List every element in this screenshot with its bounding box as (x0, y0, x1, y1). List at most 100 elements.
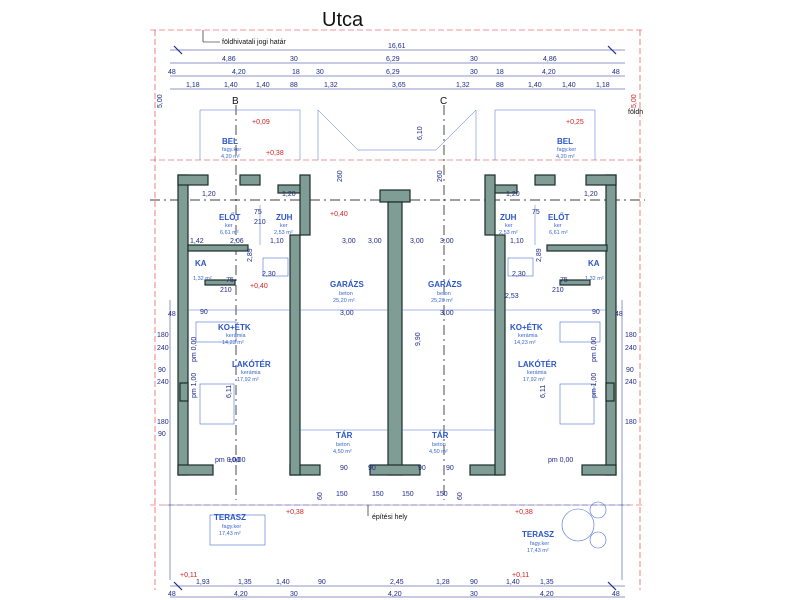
svg-text:180: 180 (625, 419, 637, 426)
level-step-left: +0,38 (266, 150, 284, 157)
svg-text:90: 90 (626, 367, 634, 374)
room-ka-left: KA (195, 259, 207, 268)
room-elot-right-finish: ker (554, 223, 562, 229)
svg-text:6,10: 6,10 (417, 126, 424, 140)
room-lakoter-left: LAKÓTÉR (232, 360, 271, 369)
svg-text:1,20: 1,20 (506, 191, 520, 198)
room-lakoter-left-finish: kerámia (241, 370, 262, 376)
top-dimension-chains (170, 45, 625, 90)
dim-top3-0: 48 (168, 69, 176, 76)
dim-bot1-7: 1,40 (506, 579, 520, 586)
dim-bot2-5: 4,20 (540, 591, 554, 598)
svg-text:1,20: 1,20 (584, 191, 598, 198)
dim-bot2-2: 30 (290, 591, 298, 598)
room-garazs-left: GARÁZS (330, 280, 364, 289)
svg-text:pm 1,00: pm 1,00 (591, 373, 598, 398)
svg-text:2,30: 2,30 (262, 271, 276, 278)
dim-top4-6: 1,32 (456, 82, 470, 89)
dim-overall: 16,61 (388, 43, 406, 50)
level-ground-right: +0,11 (512, 572, 529, 579)
svg-text:3,00: 3,00 (440, 310, 454, 317)
level-ground-left: +0,11 (180, 572, 197, 579)
level-ka-left: +0,40 (250, 283, 268, 290)
svg-text:210: 210 (254, 219, 266, 226)
room-koetk-left-area: 14,23 m² (222, 340, 244, 346)
level-terrace-left: +0,38 (286, 509, 304, 516)
svg-text:60: 60 (457, 492, 464, 500)
svg-text:6,11: 6,11 (226, 385, 233, 398)
dim-top4-2: 1,40 (256, 82, 270, 89)
svg-text:3,00: 3,00 (368, 238, 382, 245)
dim-top4-0: 1,18 (186, 82, 200, 89)
dim-bot1-4: 2,45 (390, 579, 404, 586)
svg-text:240: 240 (157, 345, 169, 352)
svg-text:2,30: 2,30 (512, 271, 526, 278)
svg-text:90: 90 (368, 465, 376, 472)
level-floor-right: pm 0,00 (548, 457, 573, 464)
dim-top3-8: 48 (612, 69, 620, 76)
room-elot-left-area: 6,61 m² (220, 230, 239, 236)
room-lakoter-right-finish: kerámia (527, 370, 548, 376)
room-koetk-left-finish: kerámia (226, 333, 247, 339)
svg-text:75: 75 (226, 277, 234, 284)
svg-text:90: 90 (158, 367, 166, 374)
svg-text:150: 150 (402, 491, 414, 498)
room-koetk-right-finish: kerámia (518, 333, 539, 339)
svg-text:240: 240 (625, 345, 637, 352)
svg-text:2,89: 2,89 (247, 248, 254, 262)
room-tar-right-area: 4,50 m² (429, 449, 448, 455)
svg-text:75: 75 (560, 277, 568, 284)
room-terasz-left-area: 17,43 m² (219, 531, 241, 537)
svg-text:3,00: 3,00 (342, 238, 356, 245)
dim-top4-7: 88 (496, 82, 504, 89)
room-koetk-right: KO+ÉTK (510, 323, 543, 332)
room-garazs-right: GARÁZS (428, 280, 462, 289)
svg-text:240: 240 (157, 379, 169, 386)
svg-text:pm 1,00: pm 1,00 (191, 373, 198, 398)
setback-right: 5,00 (631, 94, 638, 108)
setback-left: 5,00 (157, 94, 164, 108)
level-bel-left: +0,09 (252, 119, 270, 126)
svg-text:90: 90 (418, 465, 426, 472)
svg-text:2,53: 2,53 (505, 293, 519, 300)
svg-text:180: 180 (157, 332, 169, 339)
room-zuh-right: ZUH (500, 213, 517, 222)
room-tar-right-finish: beton (432, 442, 446, 448)
room-bel-left: BEL (222, 137, 238, 146)
room-zuh-left-area: 2,53 m² (274, 230, 293, 236)
dim-top3-7: 4,20 (542, 69, 556, 76)
svg-text:75: 75 (254, 209, 262, 216)
svg-text:1,20: 1,20 (202, 191, 216, 198)
dim-top3-3: 30 (316, 69, 324, 76)
dim-bot1-8: 1,35 (540, 579, 554, 586)
svg-text:260: 260 (337, 170, 344, 182)
room-tar-left-finish: beton (336, 442, 350, 448)
svg-text:210: 210 (220, 287, 232, 294)
room-zuh-left-finish: ker (280, 223, 288, 229)
room-tar-left-area: 4,50 m² (333, 449, 352, 455)
left-side-dimensions: 180 240 90 240 180 90 48 (157, 300, 176, 580)
svg-text:1,10: 1,10 (270, 238, 284, 245)
room-zuh-right-area: 2,53 m² (499, 230, 518, 236)
room-terasz-right-area: 17,43 m² (527, 548, 549, 554)
room-terasz-left: TERASZ (214, 513, 246, 522)
room-koetk-right-area: 14,23 m² (514, 340, 536, 346)
room-elot-right: ELŐT (548, 213, 569, 222)
room-ka-right: KA (588, 259, 600, 268)
svg-text:90: 90 (158, 431, 166, 438)
street-title: Utca (322, 9, 364, 31)
dim-bot2-3: 4,20 (388, 591, 402, 598)
dim-top4-4: 1,32 (324, 82, 338, 89)
svg-text:150: 150 (372, 491, 384, 498)
room-lakoter-right-area: 17,92 m² (523, 377, 545, 383)
svg-text:3,00: 3,00 (340, 310, 354, 317)
svg-text:60: 60 (317, 492, 324, 500)
room-elot-left-finish: ker (225, 223, 233, 229)
bottom-dimension-chains (170, 581, 625, 598)
dim-top3-6: 18 (496, 69, 504, 76)
room-bel-right: BEL (557, 137, 573, 146)
dim-top2-3: 30 (470, 56, 478, 63)
svg-text:6,11: 6,11 (540, 385, 547, 398)
furniture (195, 257, 607, 549)
axis-label-b: B (232, 96, 239, 107)
